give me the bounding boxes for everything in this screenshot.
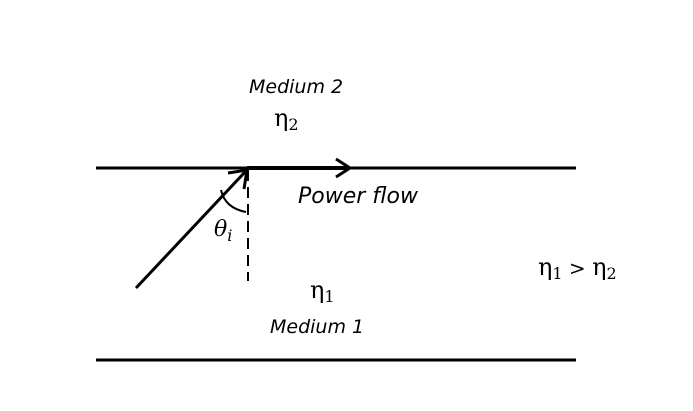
relation-operator: > bbox=[562, 256, 593, 280]
power-flow-label: Power flow bbox=[298, 184, 418, 209]
relation-sub-b: 2 bbox=[606, 264, 617, 283]
incidence-angle-arc bbox=[220, 189, 247, 213]
relation-eta-b: η bbox=[592, 253, 607, 281]
eta-2-label: η2 bbox=[274, 106, 299, 133]
incident-ray bbox=[134, 170, 247, 290]
eta-2-symbol: η bbox=[274, 104, 289, 132]
refractive-relation-label: η1 > η2 bbox=[538, 255, 617, 282]
relation-sub-a: 1 bbox=[552, 264, 563, 283]
medium-2-label: Medium 2 bbox=[249, 76, 344, 98]
relation-eta-a: η bbox=[538, 253, 553, 281]
eta-1-label: η1 bbox=[310, 278, 335, 305]
theta-symbol: θ bbox=[214, 217, 228, 242]
eta-1-symbol: η bbox=[310, 276, 325, 304]
power-flow-arrowhead bbox=[335, 157, 353, 179]
eta-1-subscript: 1 bbox=[324, 287, 335, 306]
medium-1-label: Medium 1 bbox=[270, 316, 365, 338]
eta-2-subscript: 2 bbox=[288, 115, 299, 134]
theta-i-label: θi bbox=[214, 219, 232, 244]
theta-subscript: i bbox=[227, 226, 233, 245]
